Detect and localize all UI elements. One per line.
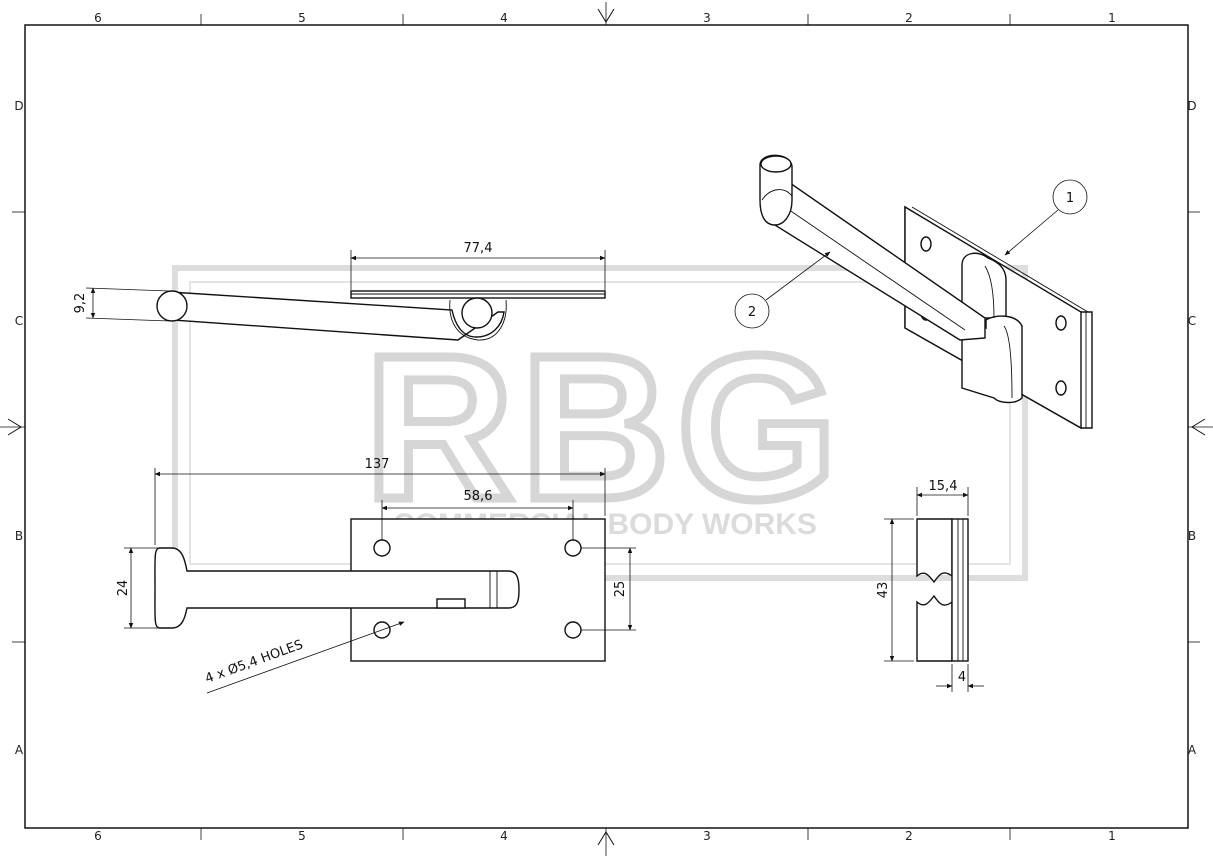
dim-side-width: 77,4 <box>464 241 493 256</box>
dim-end-width: 15,4 <box>929 479 958 494</box>
mounting-hole <box>1055 315 1067 331</box>
end-view: 15,4 43 4 <box>876 479 984 692</box>
mounting-hole <box>373 539 391 557</box>
centering-mark-right <box>1188 418 1213 436</box>
balloon-1 <box>1052 179 1088 215</box>
front-view: 137 58,6 24 25 4 x Ø5,4 HOLES <box>116 457 636 694</box>
side-view: 77,4 9,2 <box>73 241 606 341</box>
zone-label-right: B <box>1188 529 1196 543</box>
zone-label-left: B <box>15 529 23 543</box>
side-view-plate <box>350 290 606 299</box>
frame-inner-border <box>24 24 1189 829</box>
zone-label-top: 2 <box>905 11 913 25</box>
balloon-1-label: 1 <box>1066 191 1074 206</box>
centering-mark-bottom <box>597 828 615 856</box>
zone-label-top: 1 <box>1108 11 1116 25</box>
centering-mark-left <box>0 418 25 436</box>
zone-label-bottom: 6 <box>94 829 102 843</box>
zone-label-right: A <box>1188 743 1197 757</box>
mounting-hole <box>920 236 932 252</box>
zone-label-bottom: 4 <box>500 829 508 843</box>
zone-label-left: C <box>15 314 23 328</box>
side-view-arm <box>169 291 505 341</box>
centering-mark-top <box>597 2 615 25</box>
zone-label-bottom: 3 <box>703 829 711 843</box>
zone-label-top: 6 <box>94 11 102 25</box>
dim-plate-thickness: 4 <box>958 670 966 685</box>
zone-label-top: 3 <box>703 11 711 25</box>
zone-label-top: 4 <box>500 11 508 25</box>
end-view-plate <box>951 518 969 662</box>
mounting-hole <box>564 621 582 639</box>
mounting-hole <box>564 539 582 557</box>
side-view-head <box>156 290 188 322</box>
zone-label-top: 5 <box>298 11 306 25</box>
balloon-2 <box>734 293 770 329</box>
iso-hinge-upper <box>961 252 1007 319</box>
end-view-lower-knuckle <box>916 594 953 662</box>
zone-label-left: D <box>14 99 23 113</box>
holes-callout: 4 x Ø5,4 HOLES <box>203 637 305 686</box>
side-view-hinge-pin <box>461 297 493 329</box>
balloon-2-label: 2 <box>748 305 756 320</box>
zone-label-right: C <box>1188 314 1196 328</box>
mounting-hole <box>1055 380 1067 396</box>
dim-end-height: 43 <box>876 582 891 599</box>
dim-hole-spacing-x: 58,6 <box>464 489 493 504</box>
dim-overall-length: 137 <box>365 457 390 472</box>
dim-arm-thickness: 9,2 <box>73 293 88 314</box>
dim-hole-spacing-y: 25 <box>613 581 628 598</box>
zone-label-bottom: 5 <box>298 829 306 843</box>
zone-label-bottom: 1 <box>1108 829 1116 843</box>
front-view-arm <box>154 547 520 629</box>
dim-head-width: 24 <box>116 580 131 597</box>
end-view-upper-knuckle <box>916 518 953 584</box>
isometric-view: 1 2 <box>734 154 1093 430</box>
zone-label-left: A <box>15 743 24 757</box>
zone-label-bottom: 2 <box>905 829 913 843</box>
zone-label-right: D <box>1187 99 1196 113</box>
